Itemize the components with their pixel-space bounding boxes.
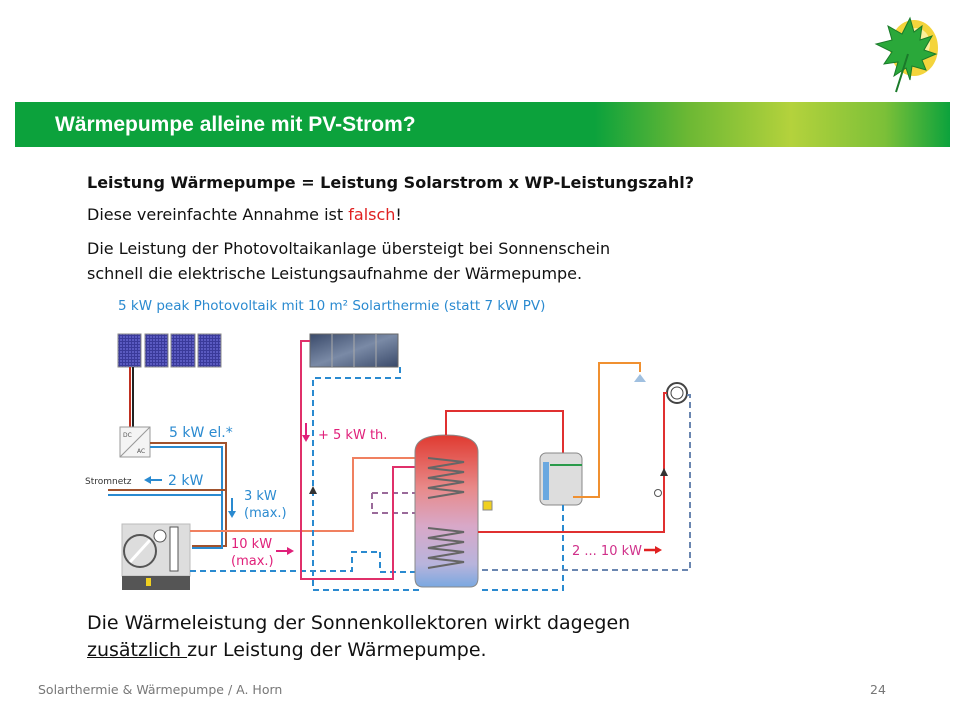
footer-text: Solarthermie & Wärmepumpe / A. Horn <box>38 682 283 697</box>
hp-electric-label: 3 kW <box>244 489 277 504</box>
heat-pump <box>121 523 191 590</box>
shower-icon <box>634 374 646 382</box>
title-banner: Wärmepumpe alleine mit PV-Strom? <box>15 102 950 147</box>
hp-thermal-note: (max.) <box>231 554 274 569</box>
fresh-water-station <box>539 452 583 506</box>
arrow-left-icon <box>144 476 162 484</box>
arrow-right-icon <box>644 546 662 554</box>
arrow-down-icon <box>302 423 310 442</box>
storage-tank <box>414 434 493 588</box>
hp-electric-note: (max.) <box>244 506 287 521</box>
pv-output-label: 5 kW el.* <box>169 425 233 441</box>
grid-label: Stromnetz <box>85 477 132 487</box>
explanation-line-1: Die Leistung der Photovoltaikanlage über… <box>87 239 611 258</box>
page-title: Wärmepumpe alleine mit PV-Strom? <box>55 113 416 136</box>
diagram-caption: 5 kW peak Photovoltaik mit 10 m² Solarth… <box>118 298 546 314</box>
explanation-line-2: schnell die elektrische Leistungsaufnahm… <box>87 264 583 283</box>
hp-thermal-label: 10 kW <box>231 537 272 552</box>
explanation: Die Leistung der Photovoltaikanlage über… <box>87 236 610 286</box>
pump-icon <box>309 486 317 494</box>
inverter: DC AC <box>119 426 151 458</box>
statement-highlight: falsch <box>348 205 396 224</box>
statement-prefix: Diese vereinfachte Annahme ist <box>87 205 349 224</box>
grid-feed-label: 2 kW <box>168 473 203 489</box>
conclusion: Die Wärmeleistung der Sonnenkollektoren … <box>87 610 630 664</box>
solar-thermal-label: + 5 kW th. <box>318 428 387 443</box>
conclusion-rest: zur Leistung der Wärmepumpe. <box>187 639 487 661</box>
question-heading: Leistung Wärmepumpe = Leistung Solarstro… <box>87 173 695 192</box>
heating-output-label: 2 ... 10 kW <box>572 544 642 559</box>
conclusion-line-1: Die Wärmeleistung der Sonnenkollektoren … <box>87 612 631 634</box>
pv-panels <box>117 333 222 368</box>
mixer-valve-icon <box>654 489 662 497</box>
maple-leaf-logo <box>874 16 938 93</box>
arrow-down-icon <box>228 498 236 518</box>
inverter-dc-label: DC <box>123 432 132 439</box>
conclusion-underlined: zusätzlich <box>87 639 188 661</box>
inverter-ac-label: AC <box>137 448 145 455</box>
solar-collectors <box>309 333 399 368</box>
conclusion-line-2: zusätzlich zur Leistung der Wärmepumpe. <box>87 637 630 664</box>
statement-suffix: ! <box>395 205 402 224</box>
pump-icon <box>660 468 668 476</box>
arrow-right-icon <box>276 547 294 555</box>
page-number: 24 <box>870 682 886 697</box>
radiator-icon <box>666 382 688 404</box>
statement: Diese vereinfachte Annahme ist falsch! <box>87 205 402 224</box>
